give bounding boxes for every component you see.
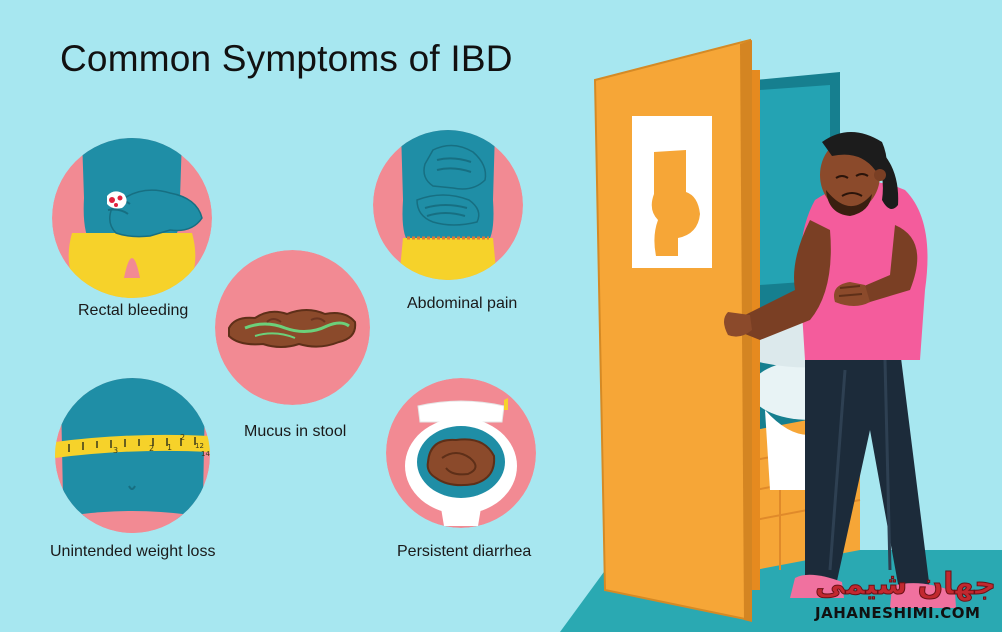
symptom-label-weight-loss: Unintended weight loss [50,543,216,560]
tape-mark-1: 3 [113,446,118,455]
weight-loss-icon: 3 2 1 2 12 14 [55,378,210,533]
symptom-label-rectal-bleeding: Rectal bleeding [78,302,189,319]
tape-mark-5: 12 [195,442,204,450]
rectal-bleeding-icon [52,138,212,298]
watermark-logo-text: جهان شیمی [815,567,997,602]
page-title: Common Symptoms of IBD [60,38,513,79]
diarrhea-icon [386,378,536,528]
site-watermark: جهان شیمی JAHANESHIMI.COM [815,567,997,626]
tape-mark-4: 2 [180,433,185,442]
mucus-stool-icon [215,250,370,405]
abdominal-pain-icon [373,130,523,280]
watermark-site-text: JAHANESHIMI.COM [815,604,981,622]
bathroom-door-scene [560,30,1002,632]
tape-mark-6: 14 [201,450,210,458]
symptom-label-abdominal-pain: Abdominal pain [407,295,518,312]
symptom-label-persistent-diarrhea: Persistent diarrhea [397,543,532,560]
tape-mark-2: 2 [149,444,154,453]
symptom-label-mucus-in-stool: Mucus in stool [244,423,347,440]
tape-mark-3: 1 [167,443,172,452]
